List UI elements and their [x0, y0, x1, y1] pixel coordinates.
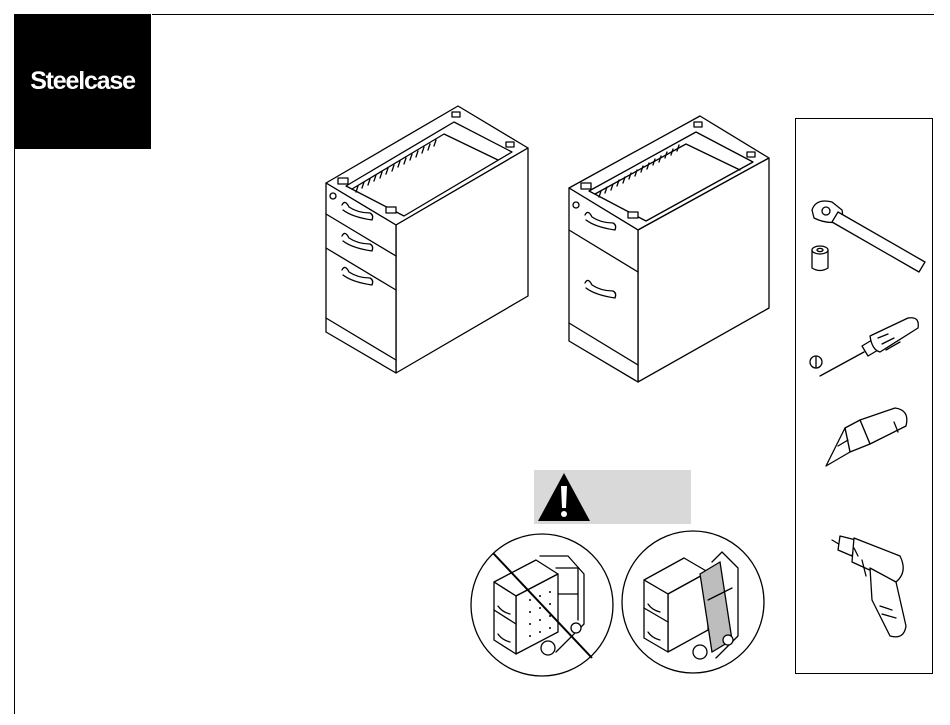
steelcase-logo: Steelcase: [14, 14, 151, 149]
socket-icon: [805, 240, 835, 280]
logo-text: Steelcase: [30, 67, 135, 96]
two-drawer-pedestal: [560, 110, 780, 390]
hand-truck-side-approach: [470, 530, 620, 680]
top-rule: [152, 14, 934, 15]
warning-triangle-icon: [536, 471, 592, 523]
power-drill-icon: [825, 525, 915, 650]
hand-truck-front-approach: [620, 530, 770, 680]
three-drawer-pedestal: [320, 100, 540, 385]
flathead-screwdriver-icon: [800, 310, 930, 390]
screwdriver-bit-icon: [815, 405, 915, 475]
